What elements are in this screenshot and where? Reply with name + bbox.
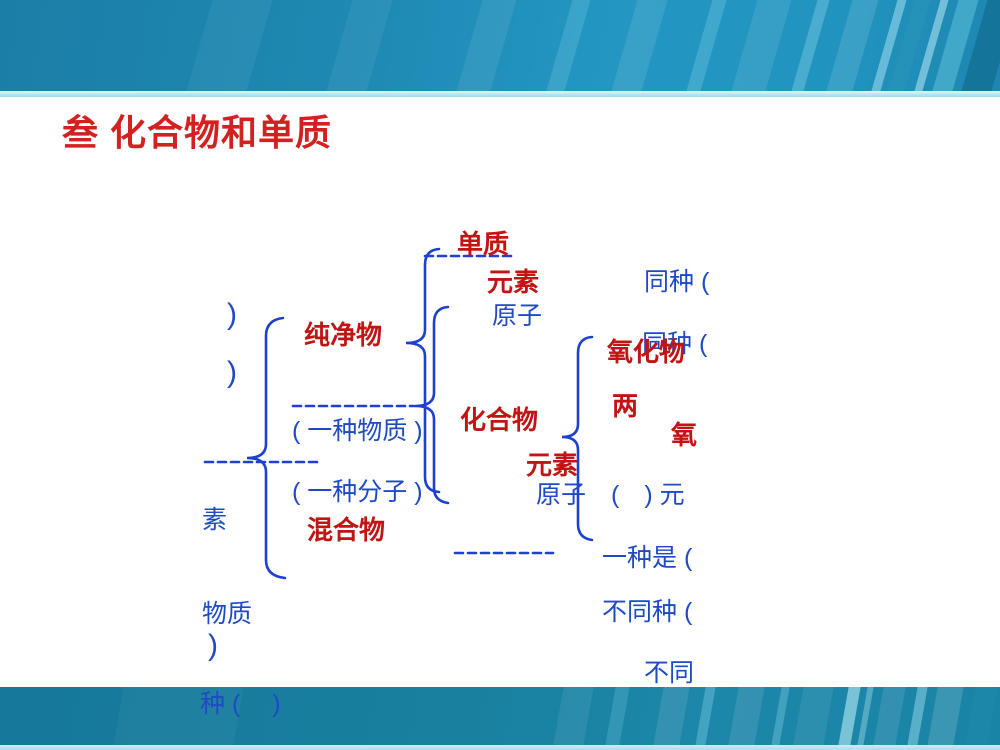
brace-compound bbox=[414, 305, 450, 505]
close-paren-1: ) bbox=[227, 298, 237, 331]
banner-streak bbox=[652, 687, 694, 745]
label-different-kind: 不同种 ( bbox=[602, 598, 693, 626]
close-paren-3: ) bbox=[208, 629, 218, 662]
label-one-substance: ( 一种物质 ) bbox=[292, 417, 423, 445]
label-simple-substance: 单质 bbox=[457, 229, 510, 259]
top-banner-decoration bbox=[0, 0, 1000, 91]
label-element-top: 元素 bbox=[487, 267, 540, 297]
brace-pure-substance bbox=[405, 247, 441, 494]
banner-streak bbox=[552, 687, 598, 745]
brace-oxide bbox=[561, 335, 594, 542]
banner-streak bbox=[964, 687, 1000, 745]
banner-streak bbox=[321, 0, 399, 91]
label-compound: 化合物 bbox=[460, 405, 539, 435]
banner-streak bbox=[786, 0, 836, 91]
label-one-molecule: ( 一种分子 ) bbox=[292, 478, 423, 506]
banner-streak bbox=[694, 687, 720, 745]
label-kind-paren: 种 ( ) bbox=[200, 690, 281, 718]
banner-streak bbox=[604, 687, 634, 745]
label-matter: 物质 bbox=[202, 600, 253, 628]
label-atom-top: 原子 bbox=[492, 302, 543, 330]
banner-streak bbox=[181, 0, 279, 91]
label-element-right: 元素 bbox=[526, 450, 579, 480]
banner-streak bbox=[926, 687, 968, 745]
banner-streak bbox=[770, 687, 794, 745]
banner-edge-strip bbox=[0, 745, 1000, 750]
label-one-kind-is: 一种是 ( bbox=[602, 544, 693, 572]
brace-matter bbox=[246, 316, 287, 580]
label-same-kind-1: 同种 ( bbox=[644, 268, 710, 296]
label-mixture: 混合物 bbox=[307, 515, 386, 545]
label-paren-yuan: ( ) 元 bbox=[611, 481, 685, 509]
banner-streak bbox=[541, 0, 597, 91]
banner-streak bbox=[726, 0, 798, 91]
banner-streak bbox=[606, 0, 674, 91]
label-su-fragment: 素 bbox=[202, 506, 228, 534]
page-title: 叁 化合物和单质 bbox=[62, 112, 333, 153]
banner-edge-strip bbox=[0, 91, 1000, 97]
label-different: 不同 bbox=[644, 659, 695, 687]
label-same-kind-2: 同种 ( bbox=[642, 330, 708, 358]
label-two: 两 bbox=[612, 391, 639, 421]
banner-streak bbox=[792, 687, 838, 745]
bottom-banner-decoration bbox=[0, 687, 1000, 745]
banner-streak bbox=[872, 687, 910, 745]
banner-streak bbox=[727, 687, 769, 745]
label-atom-right: 原子 bbox=[536, 481, 587, 509]
banner-streak bbox=[451, 0, 523, 91]
banner-streak bbox=[906, 687, 932, 745]
label-pure-substance: 纯净物 bbox=[304, 320, 383, 350]
close-paren-2: ) bbox=[227, 356, 237, 389]
label-oxygen: 氧 bbox=[671, 420, 698, 450]
label-oxide: 氧化物 bbox=[607, 337, 686, 367]
banner-streak bbox=[681, 0, 733, 91]
